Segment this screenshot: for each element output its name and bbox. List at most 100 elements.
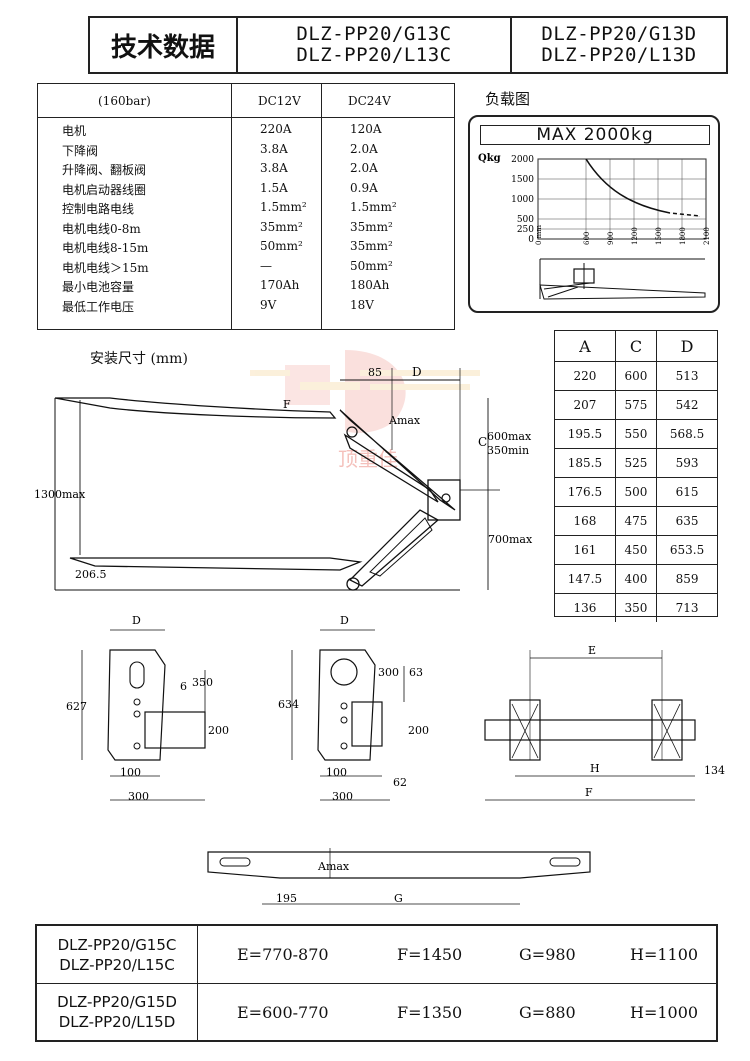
load-x-tick: 1800 bbox=[679, 227, 687, 245]
spec-row-label: 电机 bbox=[62, 124, 87, 138]
bracket-left-6: 6 bbox=[180, 680, 187, 693]
install-c: C bbox=[478, 435, 487, 449]
install-h-700: 700max bbox=[488, 533, 533, 546]
bottom-row-1-f: F=1450 bbox=[397, 945, 463, 964]
platform-g: G bbox=[394, 892, 403, 905]
spec-row-dc12: — bbox=[260, 258, 272, 273]
spec-row-dc24: 50mm² bbox=[350, 258, 393, 273]
spec-row-label: 电机电线8-15m bbox=[62, 241, 149, 255]
acd-cell-a: 207 bbox=[555, 390, 616, 420]
acd-cell-c: 500 bbox=[614, 477, 657, 507]
platform-amax: Amax bbox=[317, 860, 350, 873]
acd-cell-a: 220 bbox=[555, 361, 616, 391]
spec-row-dc12: 170Ah bbox=[260, 278, 300, 292]
load-y-tick: 250 bbox=[517, 225, 534, 235]
acd-cell-d: 713 bbox=[656, 593, 717, 622]
bracket-left-627: 627 bbox=[66, 700, 87, 713]
acd-cell-c: 450 bbox=[614, 535, 657, 565]
spec-row-label: 电机电线0-8m bbox=[62, 221, 141, 236]
install-c-min: 350min bbox=[487, 444, 529, 457]
model-c-1: DLZ-PP20/G13C bbox=[296, 23, 452, 45]
spec-col-header-condition: (160bar) bbox=[98, 94, 151, 108]
model-c-2: DLZ-PP20/L13C bbox=[296, 44, 452, 66]
spec-row-dc24: 35mm² bbox=[350, 239, 393, 253]
header-title-cell: 技术数据 bbox=[88, 16, 238, 74]
bracket-mid-63: 63 bbox=[409, 666, 423, 679]
acd-cell-c: 475 bbox=[614, 506, 657, 536]
spec-col-header-dc12: DC12V bbox=[258, 94, 301, 108]
bracket-mid-62: 62 bbox=[393, 776, 407, 789]
watermark-logo bbox=[250, 350, 480, 433]
platform-view-drawing: Amax 195 G bbox=[207, 848, 591, 905]
spec-row-dc24: 180Ah bbox=[350, 278, 390, 292]
bottom-row-1-model-2: DLZ-PP20/L15C bbox=[59, 955, 175, 974]
spec-row-label: 电机启动器线圈 bbox=[62, 182, 147, 197]
acd-header-a: A bbox=[579, 336, 591, 356]
install-amax: Amax bbox=[388, 414, 421, 427]
spec-row-label: 最低工作电压 bbox=[62, 299, 135, 314]
spec-row-dc12: 9V bbox=[260, 297, 277, 312]
model-d-2: DLZ-PP20/L13D bbox=[541, 44, 697, 66]
install-f-label: F bbox=[283, 398, 291, 411]
spec-col-header-dc24: DC24V bbox=[348, 94, 391, 108]
install-h-1300: 1300max bbox=[34, 488, 86, 501]
install-h-206: 206.5 bbox=[75, 568, 107, 581]
bottom-row-2-f: F=1350 bbox=[397, 1002, 463, 1022]
spec-row-dc12: 1.5mm² bbox=[260, 200, 307, 214]
bracket-left-300: 300 bbox=[128, 790, 149, 803]
spec-row-label: 控制电路电线 bbox=[62, 202, 135, 216]
model-d-1: DLZ-PP20/G13D bbox=[541, 23, 697, 45]
spec-row-dc12: 3.8A bbox=[260, 161, 288, 175]
acd-header-c: C bbox=[614, 331, 657, 362]
bottom-row-1-model-1: DLZ-PP20/G15C bbox=[57, 935, 177, 954]
load-curve bbox=[585, 158, 701, 217]
acd-cell-c: 550 bbox=[614, 419, 657, 449]
load-x-tick: 1200 bbox=[631, 227, 639, 245]
acd-cell-c: 350 bbox=[614, 593, 657, 622]
bracket-mid-d: D bbox=[340, 614, 349, 627]
spec-row-dc24: 2.0A bbox=[350, 141, 378, 156]
acd-cell-d: 859 bbox=[656, 564, 717, 594]
spec-row-dc24: 0.9A bbox=[350, 180, 378, 195]
load-x-tick: 1500 bbox=[655, 227, 663, 245]
acd-cell-c: 575 bbox=[614, 390, 657, 420]
spec-row-dc12: 3.8A bbox=[260, 141, 288, 156]
bracket-left-drawing: D 627 6 350 200 100 300 bbox=[66, 614, 229, 803]
frame-134-label: 134 bbox=[704, 764, 725, 777]
install-dim-d: D bbox=[412, 365, 422, 379]
bottom-row-2-g: G=880 bbox=[519, 1002, 576, 1022]
load-y-axis-label: Qkg bbox=[478, 153, 501, 164]
load-x-tick: 0 mm bbox=[535, 225, 543, 245]
load-x-tick: 600 bbox=[583, 232, 591, 245]
bottom-row-2-model-2: DLZ-PP20/L15D bbox=[58, 1013, 176, 1031]
bottom-table: DLZ-PP20/G15C DLZ-PP20/L15C E=770-870 F=… bbox=[35, 924, 718, 1042]
load-chart-banner: MAX 2000kg bbox=[480, 125, 710, 145]
bracket-mid-300b: 300 bbox=[332, 790, 353, 803]
load-y-tick: 500 bbox=[517, 215, 534, 225]
bracket-mid-200: 200 bbox=[408, 724, 429, 737]
bottom-row-1-e: E=770-870 bbox=[237, 945, 329, 964]
frame-view-drawing: E H 134 F bbox=[484, 644, 725, 801]
bottom-row-1-g: G=980 bbox=[519, 945, 576, 964]
spec-row-label: 电机电线＞15m bbox=[62, 260, 149, 275]
acd-cell-a: 185.5 bbox=[555, 448, 616, 478]
bracket-left-200: 200 bbox=[208, 724, 229, 737]
spec-row-dc24: 2.0A bbox=[350, 161, 378, 175]
acd-cell-d: 542 bbox=[656, 390, 717, 420]
acd-cell-a: 136 bbox=[555, 593, 616, 622]
load-y-tick: 1500 bbox=[511, 175, 534, 185]
acd-cell-d: 615 bbox=[656, 477, 717, 507]
install-drawing: 顶重佳 F 85 D Amax C 600max 350min 700max 1… bbox=[34, 350, 533, 591]
